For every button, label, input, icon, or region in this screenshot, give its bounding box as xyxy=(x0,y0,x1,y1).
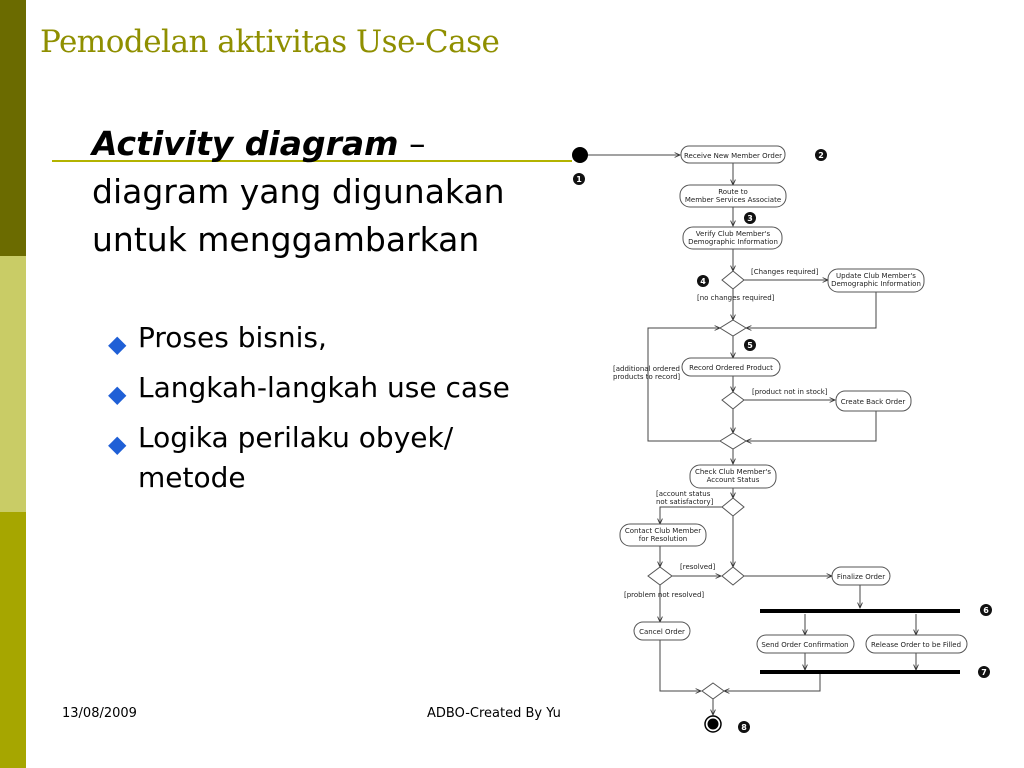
decision-node xyxy=(721,566,745,586)
activity-label: Verify Club Member's xyxy=(696,230,771,238)
guard-label: [additional ordered xyxy=(613,365,680,373)
activity-label: Route to xyxy=(718,188,748,196)
activity-node xyxy=(682,226,783,250)
bullet-text: Logika perilaku obyek/ metode xyxy=(138,421,454,494)
step-badge-label: 3 xyxy=(747,214,753,223)
decision-node xyxy=(647,566,673,586)
activity-label: Receive New Member Order xyxy=(684,152,782,160)
step-badge-label: 5 xyxy=(747,341,753,350)
guard-label: [product not in stock] xyxy=(752,388,828,396)
bullet-item: ◆ Proses bisnis, xyxy=(108,318,538,358)
step-badge xyxy=(573,173,585,185)
diamond-bullet-icon: ◆ xyxy=(108,430,127,458)
activity-node xyxy=(679,184,787,208)
definition-block: Activity diagram – diagram yang digunaka… xyxy=(92,120,552,264)
activity-label: Send Order Confirmation xyxy=(761,641,848,649)
guard-label: [resolved] xyxy=(680,563,716,571)
activity-node xyxy=(680,145,786,164)
join-bar xyxy=(760,670,960,674)
activity-node xyxy=(681,357,781,377)
activity-label: Contact Club Member xyxy=(625,527,701,535)
activity-node xyxy=(827,268,925,293)
activity-label: Update Club Member's xyxy=(836,272,916,280)
activity-diagram: Receive New Member Order Route to Member… xyxy=(572,145,992,733)
fork-bar xyxy=(760,609,960,613)
guard-label: [problem not resolved] xyxy=(624,591,704,599)
diamond-bullet-icon: ◆ xyxy=(108,330,127,358)
definition-dash: – xyxy=(398,124,426,163)
activity-node xyxy=(835,390,912,412)
guard-label: [Changes required] xyxy=(751,268,819,276)
accent-bar-middle xyxy=(0,256,26,512)
step-badge xyxy=(980,604,992,616)
guard-label: not satisfactory] xyxy=(656,498,714,506)
decision-node xyxy=(719,432,747,450)
activity-node xyxy=(619,523,707,547)
bullet-text: Langkah-langkah use case xyxy=(138,371,510,404)
step-badge-label: 4 xyxy=(700,277,706,286)
activity-label: Finalize Order xyxy=(837,573,885,581)
step-badge xyxy=(815,149,827,161)
decision-node xyxy=(721,270,745,290)
step-badge xyxy=(744,339,756,351)
guard-label: [account status xyxy=(656,490,711,498)
slide-title: Pemodelan aktivitas Use-Case xyxy=(40,24,500,60)
activity-node xyxy=(865,634,968,654)
footer-author: ADBO-Created By Yu xyxy=(427,706,561,721)
activity-label: Member Services Associate xyxy=(685,196,781,204)
diamond-bullet-icon: ◆ xyxy=(108,380,127,408)
activity-node xyxy=(756,634,855,654)
final-node xyxy=(704,715,722,733)
accent-bar-top xyxy=(0,0,26,256)
activity-label: Release Order to be Filled xyxy=(871,641,961,649)
step-badge-label: 7 xyxy=(981,668,987,677)
bullet-item: ◆ Logika perilaku obyek/ metode xyxy=(108,418,538,498)
step-badge-label: 2 xyxy=(818,151,824,160)
activity-label: for Resolution xyxy=(639,535,687,543)
definition-term: Activity diagram xyxy=(92,124,399,163)
activity-label: Create Back Order xyxy=(841,398,906,406)
footer-date: 13/08/2009 xyxy=(62,706,137,721)
activity-label: Record Ordered Product xyxy=(689,364,773,372)
step-badge-label: 6 xyxy=(983,606,989,615)
title-rule xyxy=(52,160,572,162)
step-badge xyxy=(738,721,750,733)
activity-node xyxy=(633,621,691,641)
activity-node xyxy=(689,464,777,489)
decision-node xyxy=(721,391,745,410)
step-badge-label: 8 xyxy=(741,723,747,732)
definition-text: diagram yang digunakan untuk menggambark… xyxy=(92,172,505,259)
initial-node xyxy=(572,147,588,163)
activity-label: Demographic Information xyxy=(688,238,778,246)
activity-label: Check Club Member's xyxy=(695,468,771,476)
bullet-text: Proses bisnis, xyxy=(138,321,327,354)
guard-label: [no changes required] xyxy=(697,294,775,302)
step-badge-label: 1 xyxy=(576,175,582,184)
decision-node xyxy=(719,319,747,337)
decision-node xyxy=(721,497,745,517)
activity-node xyxy=(831,566,891,586)
activity-label: Cancel Order xyxy=(639,628,685,636)
step-badge xyxy=(744,212,756,224)
final-node-core xyxy=(707,718,719,730)
activity-label: Account Status xyxy=(707,476,760,484)
activity-label: Demographic Information xyxy=(831,280,921,288)
bullet-item: ◆ Langkah-langkah use case xyxy=(108,368,538,408)
decision-node xyxy=(701,682,725,700)
guard-label: products to record] xyxy=(613,373,680,381)
bullet-list: ◆ Proses bisnis, ◆ Langkah-langkah use cas… xyxy=(108,318,538,508)
step-badge xyxy=(978,666,990,678)
step-badge xyxy=(697,275,709,287)
accent-bar-bottom xyxy=(0,512,26,768)
